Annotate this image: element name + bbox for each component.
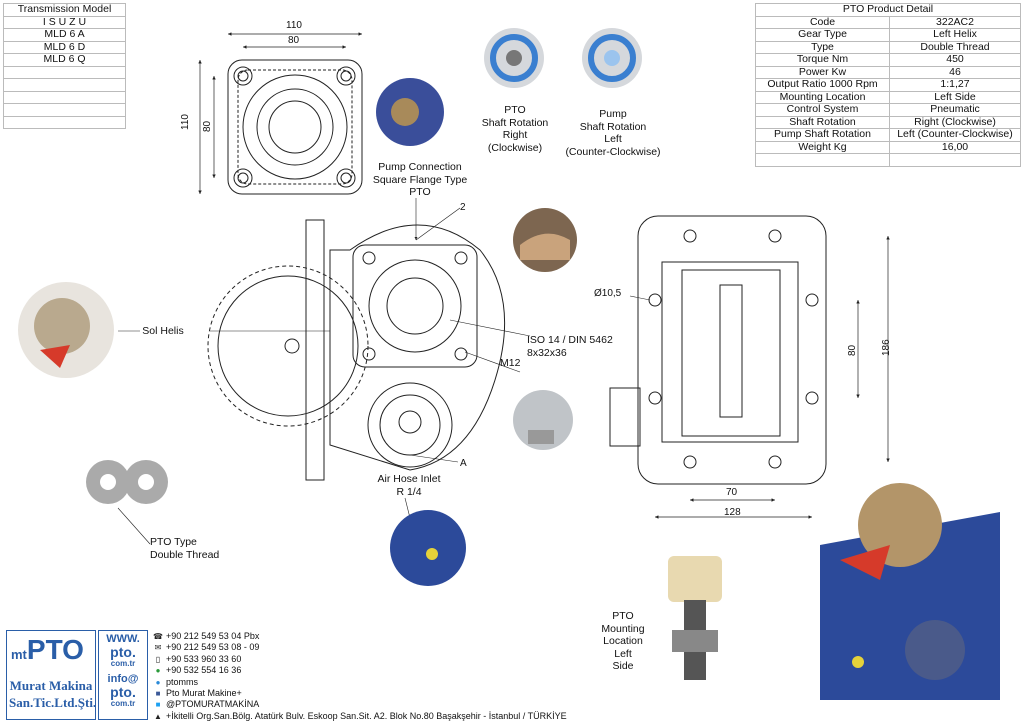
dim-side-inner-height: 80 (847, 344, 858, 356)
whatsapp-icon: ● (155, 666, 161, 676)
facebook-icon: ■ (155, 689, 161, 699)
mark-a: A (460, 458, 467, 469)
contact-fax[interactable]: ✉+90 212 549 53 08 - 09 (154, 642, 260, 653)
flange-top-view (198, 32, 363, 195)
contact-info: ☎+90 212 549 53 04 Pbx ✉+90 212 549 53 0… (153, 631, 567, 722)
photo-truck-chassis (668, 556, 722, 680)
m12-label: M12 (500, 357, 521, 369)
dim-hole-diameter: Ø10,5 (594, 288, 622, 299)
pump-rotation-icon (582, 28, 642, 88)
fax-icon: ✉ (154, 643, 162, 653)
photo-gear-helix (18, 282, 114, 378)
photo-air-hose (390, 510, 466, 586)
phone-icon: ☎ (153, 632, 163, 641)
dim-side-outer-height: 186 (881, 339, 892, 356)
dim-side-inner-width: 70 (726, 487, 738, 498)
transmission-model-cell (3, 115, 126, 129)
twitter-icon: ■ (155, 700, 161, 710)
dim-flange-outer-width: 110 (286, 20, 302, 31)
photo-pto-unit (820, 483, 1000, 700)
contact-address: ▲+İkitelli Org.San.Bölg. Atatürk Bulv. E… (154, 710, 567, 721)
product-detail-value (889, 153, 1021, 167)
dim-flange-inner-width: 80 (288, 35, 300, 46)
photo-double-gear (86, 460, 168, 504)
contact-facebook[interactable]: ■Pto Murat Makine+ (153, 688, 567, 699)
web-logo[interactable]: WWW. pto. com.tr info@ pto. com.tr (98, 630, 148, 720)
photo-bolt (513, 390, 573, 450)
mobile-icon: ▯ (155, 654, 161, 664)
dim-flange-outer-height: 110 (180, 114, 191, 130)
sol-helis-label: Sol Helis (142, 325, 184, 337)
location-icon: ▲ (154, 711, 162, 721)
pto-front-view (207, 198, 531, 481)
mark-2: 2 (460, 202, 466, 213)
contact-skype[interactable]: ●ptomms (153, 677, 567, 688)
photo-hole (513, 208, 577, 272)
contact-whatsapp[interactable]: ●+90 532 554 16 36 (153, 665, 567, 676)
product-detail-row (755, 153, 1021, 167)
dim-flange-inner-height: 80 (202, 120, 213, 132)
dim-side-outer-width: 128 (724, 507, 741, 518)
contact-phone[interactable]: ☎+90 212 549 53 04 Pbx (153, 631, 260, 641)
photo-pump-connection (376, 78, 444, 146)
pto-rotation-icon (484, 28, 544, 88)
pto-side-view (609, 215, 890, 519)
contact-twitter[interactable]: ■@PTOMURATMAKİNA (153, 699, 567, 710)
skype-icon: ● (155, 677, 161, 687)
contact-mobile[interactable]: ▯+90 533 960 33 60 (153, 654, 567, 665)
